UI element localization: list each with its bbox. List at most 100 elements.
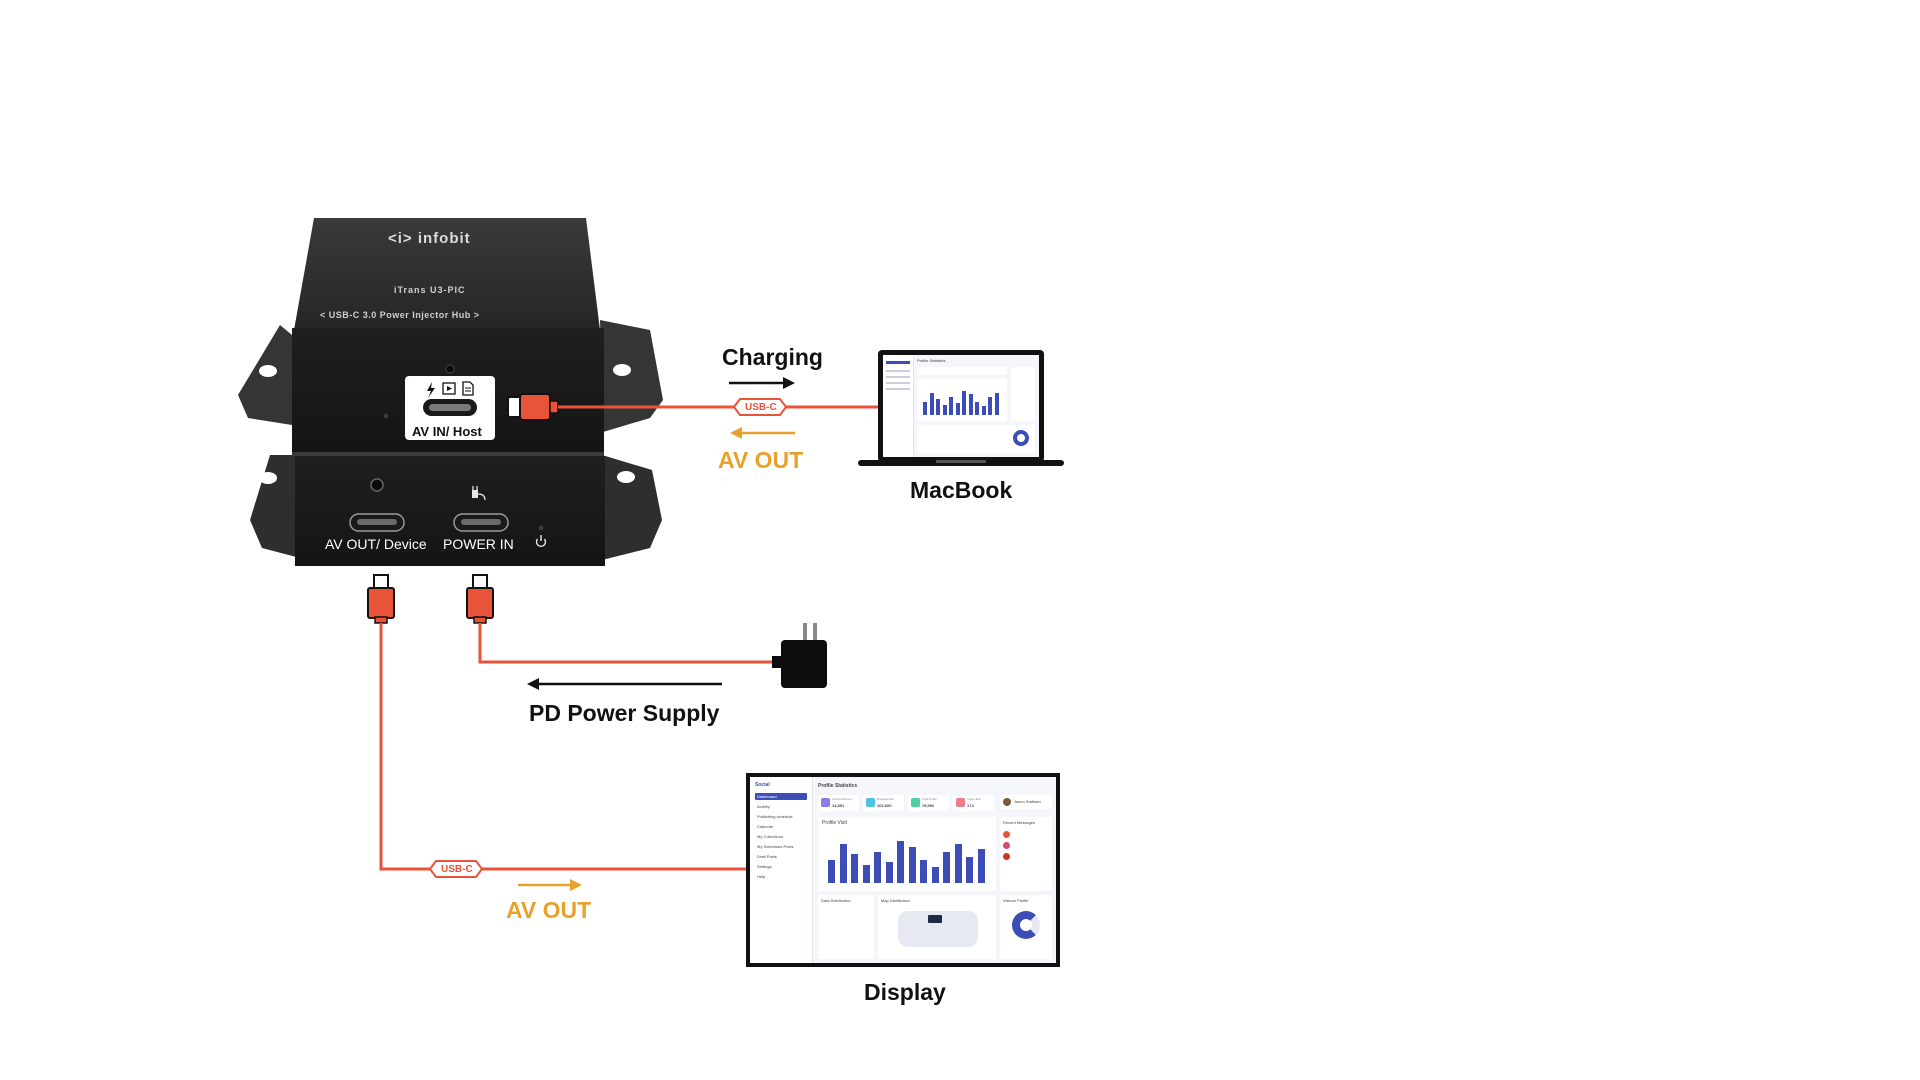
screen-chart-bar — [936, 398, 940, 415]
display-av-out-arrow — [518, 879, 582, 891]
screen-chart-bar — [966, 857, 973, 883]
screen-chart-bar — [828, 859, 835, 883]
device-subtitle: < USB-C 3.0 Power Injector Hub > — [320, 310, 480, 320]
upper-side-led — [383, 413, 389, 419]
device-model-name: iTrans U3-PIC — [394, 285, 466, 295]
display-av-out-label: AV OUT — [506, 897, 592, 923]
recent-messages-title: Recent Messages — [1003, 820, 1036, 825]
screen-chart-bar — [968, 394, 973, 415]
display-recent-messages-card: Recent Messages — [1000, 817, 1052, 891]
document-icon — [462, 381, 474, 396]
avatar — [1003, 798, 1011, 806]
screen-chart-bar — [862, 864, 870, 883]
screen-chart-bar — [955, 403, 960, 415]
stat-card-label: Total Posts — [922, 797, 937, 801]
display-visitors-profile-card: Visitors Profile — [1000, 895, 1052, 959]
charging-arrow — [729, 377, 795, 389]
display-menu-item: Dashboard — [755, 793, 807, 800]
stat-card-icon — [821, 798, 830, 807]
macbook-usb-c-tag-label: USB-C — [745, 402, 777, 413]
display-menu-item: My Scheduled Posts — [757, 844, 794, 849]
upper-mounting-flange-right — [600, 320, 663, 432]
power-led — [538, 525, 544, 531]
screen-chart-bar — [977, 849, 985, 883]
map-distribution-title: Map Distribution — [881, 898, 910, 903]
profile-visit-title: Profile Visit — [822, 820, 847, 826]
device-brand-logo: <i> infobit — [388, 230, 471, 247]
display-data-distribution-card: Data Distribution — [818, 895, 874, 959]
screen-chart-bar — [981, 406, 986, 415]
upper-indicator-hole — [445, 364, 455, 374]
display-menu-item: Calendar — [757, 824, 774, 829]
power-icon — [535, 535, 547, 548]
macbook-screen-title: Profile Statistics — [917, 358, 946, 363]
display-screen-title: Profile Statistics — [818, 783, 858, 789]
display-menu-item: My Collections — [757, 834, 784, 839]
macbook-bar-chart — [917, 379, 1007, 421]
stat-card-value: 78,992 — [922, 803, 935, 808]
screen-chart-bar — [943, 851, 950, 883]
screen-chart-bar — [897, 841, 904, 883]
display-app-name: Social — [755, 782, 770, 788]
macbook-av-out-arrow — [730, 427, 795, 439]
data-distribution-title: Data Distribution — [821, 898, 851, 903]
display-menu-item: Help — [757, 874, 766, 879]
screen-chart-bar — [931, 867, 939, 883]
infobit-hub-device — [238, 218, 663, 566]
stat-card-icon — [866, 798, 875, 807]
power-cable — [466, 574, 778, 664]
display-user-name: Jason Statham — [1014, 799, 1041, 804]
device-top-housing — [294, 218, 600, 330]
audio-jack-hole — [370, 478, 384, 492]
screen-chart-bar — [962, 391, 966, 415]
power-supply-arrow — [527, 678, 722, 690]
display-menu-item: Publishing schedule — [757, 814, 793, 819]
display-stat-card: Engagement 102,600 — [863, 795, 904, 811]
charging-label: Charging — [722, 344, 823, 370]
macbook-messages-panel — [1011, 367, 1035, 421]
av-in-host-label: AV IN/ Host — [412, 424, 482, 439]
stat-card-value: 102,600 — [877, 803, 892, 808]
screen-chart-bar — [942, 404, 947, 415]
macbook-sidebar-active-item — [886, 361, 910, 364]
pd-power-adapter-icon — [772, 623, 827, 688]
display-menu-item: Settings — [757, 864, 772, 869]
macbook-label: MacBook — [910, 477, 1013, 503]
screen-chart-bar — [975, 401, 979, 415]
display-stat-card: Total Posts 78,992 — [908, 795, 949, 811]
map-tooltip — [928, 915, 942, 923]
stat-card-icon — [956, 798, 965, 807]
screen-chart-bar — [929, 392, 934, 415]
visitors-profile-title: Visitors Profile — [1003, 898, 1029, 903]
screen-chart-bar — [851, 854, 858, 883]
device-lower-face — [295, 456, 605, 566]
lower-mounting-flange-right — [602, 455, 662, 560]
power-in-label: POWER IN — [443, 536, 514, 552]
macbook-usb-c-tag — [732, 398, 788, 416]
display-label: Display — [864, 979, 946, 1005]
screen-chart-bar — [994, 392, 999, 415]
screen-chart-bar — [920, 859, 927, 883]
display-map-distribution-card: Map Distribution — [878, 895, 996, 959]
screen-chart-bar — [874, 851, 881, 883]
screen-chart-bar — [954, 844, 962, 883]
display-menu-item: Activity — [757, 804, 770, 809]
visitors-donut-chart — [1012, 911, 1040, 939]
screen-chart-bar — [923, 401, 927, 415]
display-user-card: Jason Statham — [1000, 795, 1052, 809]
screen-chart-bar — [949, 397, 953, 415]
lightning-bolt-icon — [427, 382, 435, 398]
stat-card-label: Total Followers — [832, 797, 853, 801]
macbook-screen: Profile Statistics — [883, 355, 1039, 457]
screen-chart-bar — [839, 844, 847, 883]
display-menu-item: Draft Posts — [757, 854, 777, 859]
macbook-stat-cards — [917, 367, 1007, 375]
display-usb-c-tag — [428, 860, 484, 878]
stat-card-label: Engagement — [877, 797, 895, 801]
macbook-distribution-panel — [917, 425, 1035, 453]
